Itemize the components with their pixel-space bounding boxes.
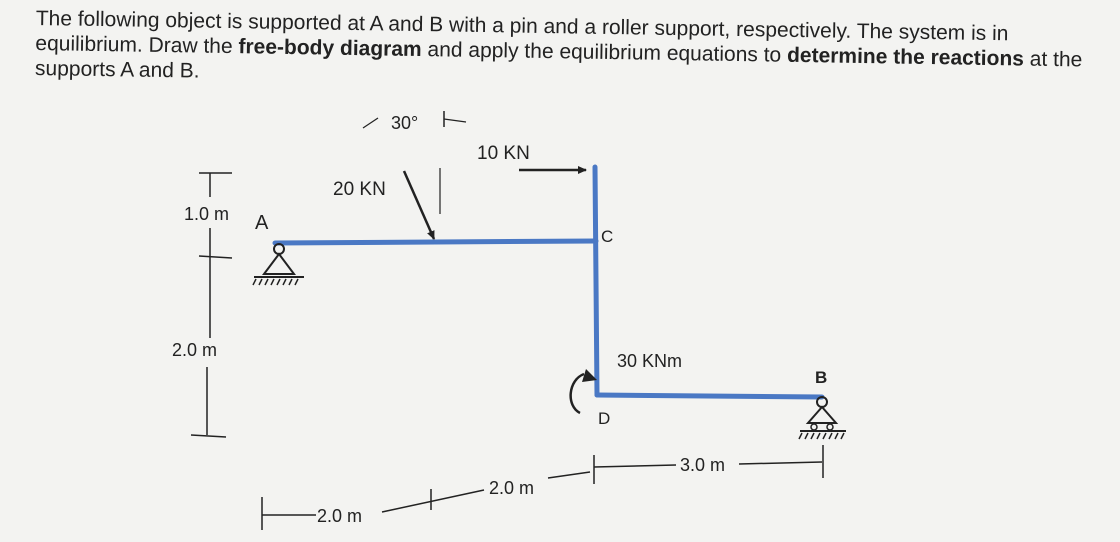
moment-30knm bbox=[569, 369, 597, 415]
pin-support-a bbox=[252, 243, 304, 286]
label-10kn: 10 KN bbox=[477, 143, 530, 164]
label-point-c: C bbox=[601, 227, 613, 246]
horizontal-dimensions bbox=[261, 445, 824, 530]
member-c-d bbox=[592, 164, 600, 398]
force-20kn-arrow bbox=[402, 170, 436, 240]
moment-arc bbox=[569, 372, 585, 415]
force-20kn bbox=[362, 111, 467, 240]
label-dim-2m-vertical: 2.0 m bbox=[172, 340, 217, 360]
label-dim-3m: 3.0 m bbox=[680, 455, 725, 475]
label-point-a: A bbox=[255, 212, 269, 234]
angle-mark-tail bbox=[443, 118, 467, 123]
label-dim-2m-second: 2.0 m bbox=[489, 478, 534, 498]
label-point-d: D bbox=[598, 409, 610, 428]
roller-support-b bbox=[798, 396, 846, 440]
frame-members bbox=[272, 164, 825, 400]
vertical-dimensions bbox=[190, 172, 233, 438]
label-dim-2m-first: 2.0 m bbox=[317, 506, 362, 526]
label-angle-30: 30° bbox=[391, 113, 418, 133]
member-a-c bbox=[272, 238, 599, 246]
label-dim-1m: 1.0 m bbox=[184, 204, 229, 224]
member-d-b bbox=[594, 392, 825, 400]
label-30knm: 30 KNm bbox=[617, 351, 682, 371]
label-point-b: B bbox=[815, 368, 827, 387]
label-20kn: 20 KN bbox=[333, 179, 386, 200]
angle-pointer bbox=[362, 117, 379, 129]
